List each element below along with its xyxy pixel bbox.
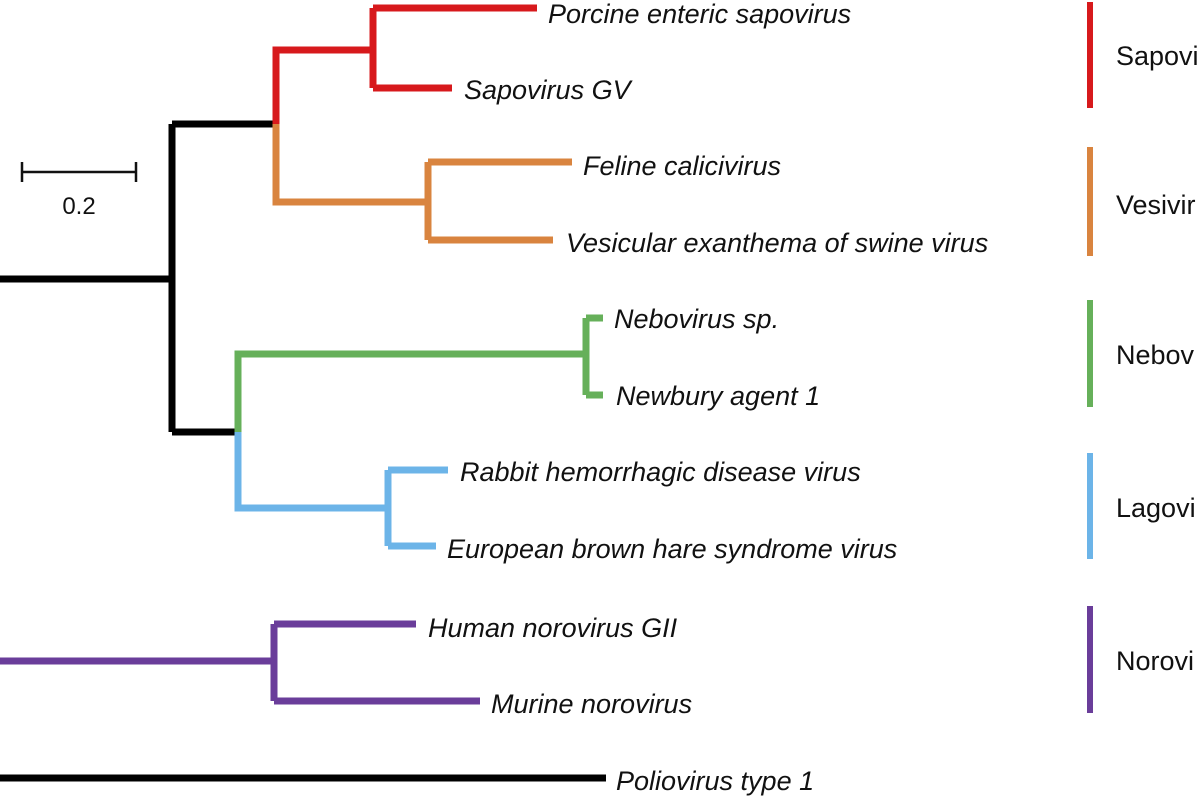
norovirus-clade [0,620,480,705]
genus-label-vesivirus: Vesivir [1116,190,1196,220]
taxon-label-hare: European brown hare syndrome virus [447,534,897,564]
taxon-label-vesicular: Vesicular exanthema of swine virus [566,228,988,258]
genus-label-sapovirus: Sapovi [1116,41,1199,71]
genus-label-lagovirus: Lagovi [1116,493,1196,523]
taxon-label-human-norovirus: Human norovirus GII [428,613,678,643]
taxon-labels: Porcine enteric sapovirus Sapovirus GV F… [428,0,988,796]
genus-brackets: Sapovi Vesivir Nebov Lagovi Norovi [1087,2,1199,713]
taxon-label-rabbit: Rabbit hemorrhagic disease virus [460,457,861,487]
sapovirus-stem-branch [272,46,373,124]
lagovirus-stem-branch [234,432,388,512]
scale-bar: 0.2 [20,162,138,220]
taxon-label-feline: Feline calicivirus [583,151,781,181]
taxon-label-murine-norovirus: Murine norovirus [491,689,692,719]
nebovirus-stem-branch [234,350,586,432]
lagovirus-clade [234,432,448,550]
taxon-label-polio: Poliovirus type 1 [616,766,814,796]
vesivirus-clade [272,124,572,244]
backbone-branches [0,120,606,782]
nebovirus-clade [234,314,603,432]
taxon-label-porcine: Porcine enteric sapovirus [548,0,851,29]
genus-label-nebovirus: Nebov [1116,340,1195,370]
taxon-label-newbury: Newbury agent 1 [616,381,820,411]
scale-bar-line [20,162,138,182]
taxon-label-sapovirus-gv: Sapovirus GV [464,75,634,105]
sapovirus-clade [272,4,537,124]
taxon-label-nebovirus-sp: Nebovirus sp. [614,304,779,334]
genus-label-norovirus: Norovi [1116,646,1194,676]
vesivirus-stem-branch [272,124,428,206]
scale-bar-label: 0.2 [62,193,95,220]
